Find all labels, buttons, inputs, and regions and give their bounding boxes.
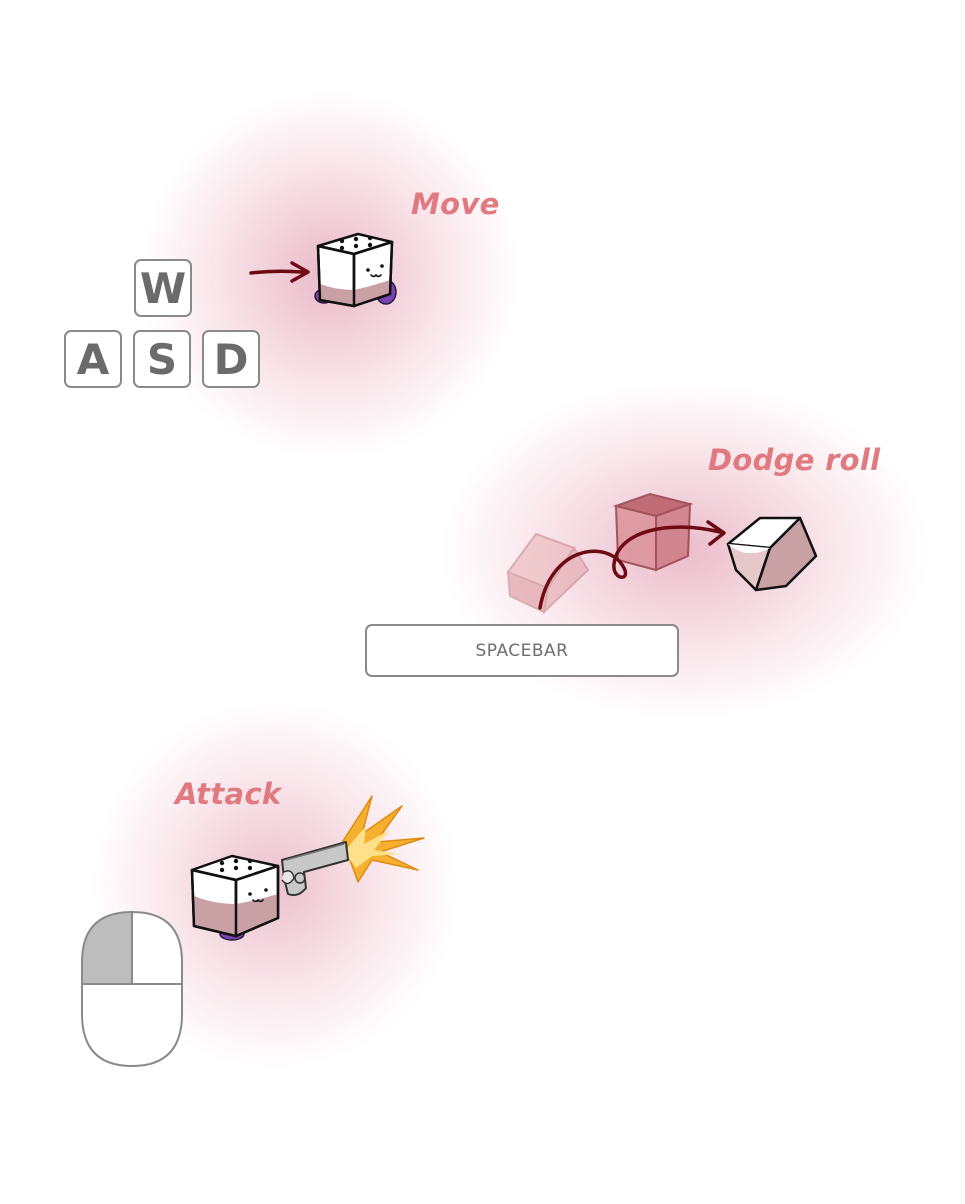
move-label: Move bbox=[411, 187, 500, 221]
left-mouse-button-icon bbox=[82, 912, 132, 984]
dodge-roll-sequence-icon bbox=[506, 492, 818, 615]
pistol-icon bbox=[281, 841, 349, 897]
attack-label: Attack bbox=[175, 777, 282, 811]
key-s: S bbox=[133, 330, 191, 388]
key-d: D bbox=[202, 330, 260, 388]
move-arrow-icon bbox=[249, 261, 310, 283]
mouse-icon bbox=[81, 910, 183, 1068]
muzzle-flash-icon bbox=[335, 795, 425, 883]
attack-character-icon bbox=[190, 795, 425, 941]
key-a: A bbox=[64, 330, 122, 388]
key-w: W bbox=[134, 259, 192, 317]
spacebar-key: SPACEBAR bbox=[365, 624, 679, 677]
dodge-roll-label: Dodge roll bbox=[708, 443, 881, 477]
dice-character-icon bbox=[314, 232, 397, 308]
